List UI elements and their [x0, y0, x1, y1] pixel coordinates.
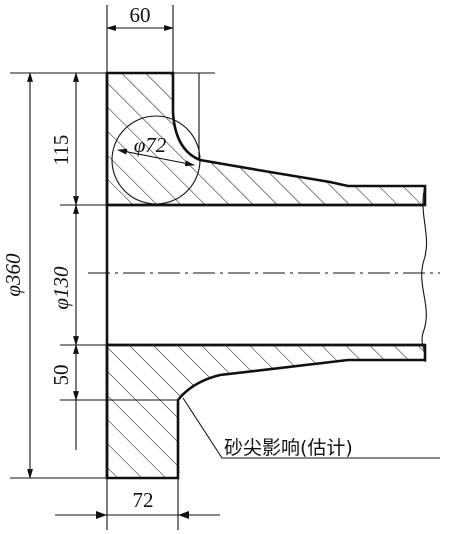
- lower-section-hatch: [107, 345, 425, 478]
- dim-text-fillet-72: φ72: [134, 133, 167, 157]
- dim-text-115: 115: [49, 135, 73, 166]
- dim-arrow-72-right: [178, 511, 189, 519]
- break-line: [421, 185, 428, 363]
- dim-text-50: 50: [49, 365, 73, 386]
- fillet-diameter-line: [117, 148, 195, 167]
- extension-lines: [10, 5, 215, 530]
- note-text: 砂尖影响(估计): [224, 437, 353, 459]
- dim-text-60: 60: [130, 3, 151, 27]
- dim-arrow-72-left: [96, 511, 107, 519]
- dim-text-72: 72: [133, 488, 154, 512]
- lower-section: [105, 343, 427, 480]
- dim-text-360: φ360: [1, 253, 25, 297]
- fillet-circle: [111, 115, 201, 205]
- upper-section-hatch: [107, 73, 425, 205]
- dim-text-130: φ130: [49, 266, 73, 310]
- lower-section-outline: [105, 343, 427, 480]
- note-leader: [182, 397, 440, 459]
